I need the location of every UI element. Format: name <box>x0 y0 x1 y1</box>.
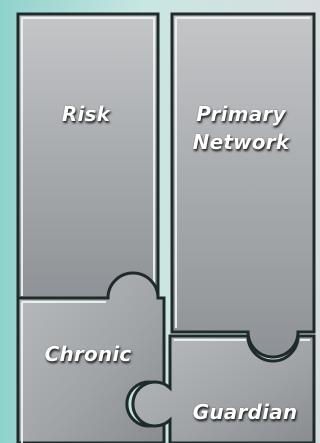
label-chronic: Chronic <box>44 342 132 366</box>
piece-primary-network <box>170 12 316 359</box>
piece-guardian <box>131 334 316 443</box>
piece-risk-highlight <box>21 17 155 296</box>
piece-risk <box>16 12 160 302</box>
label-guardian: Guardian <box>192 400 298 424</box>
label-risk: Risk <box>61 102 111 126</box>
label-primary-network: Primary Network <box>176 100 306 156</box>
piece-primary-network-highlight <box>175 17 310 328</box>
piece-risk-shape <box>16 12 160 302</box>
piece-chronic-highlight <box>21 301 106 443</box>
label-primary-network-line2: Network <box>192 130 290 154</box>
piece-primary-network-shape <box>170 12 316 359</box>
label-primary-network-line1: Primary <box>196 102 286 126</box>
piece-guardian-shape <box>131 334 316 443</box>
